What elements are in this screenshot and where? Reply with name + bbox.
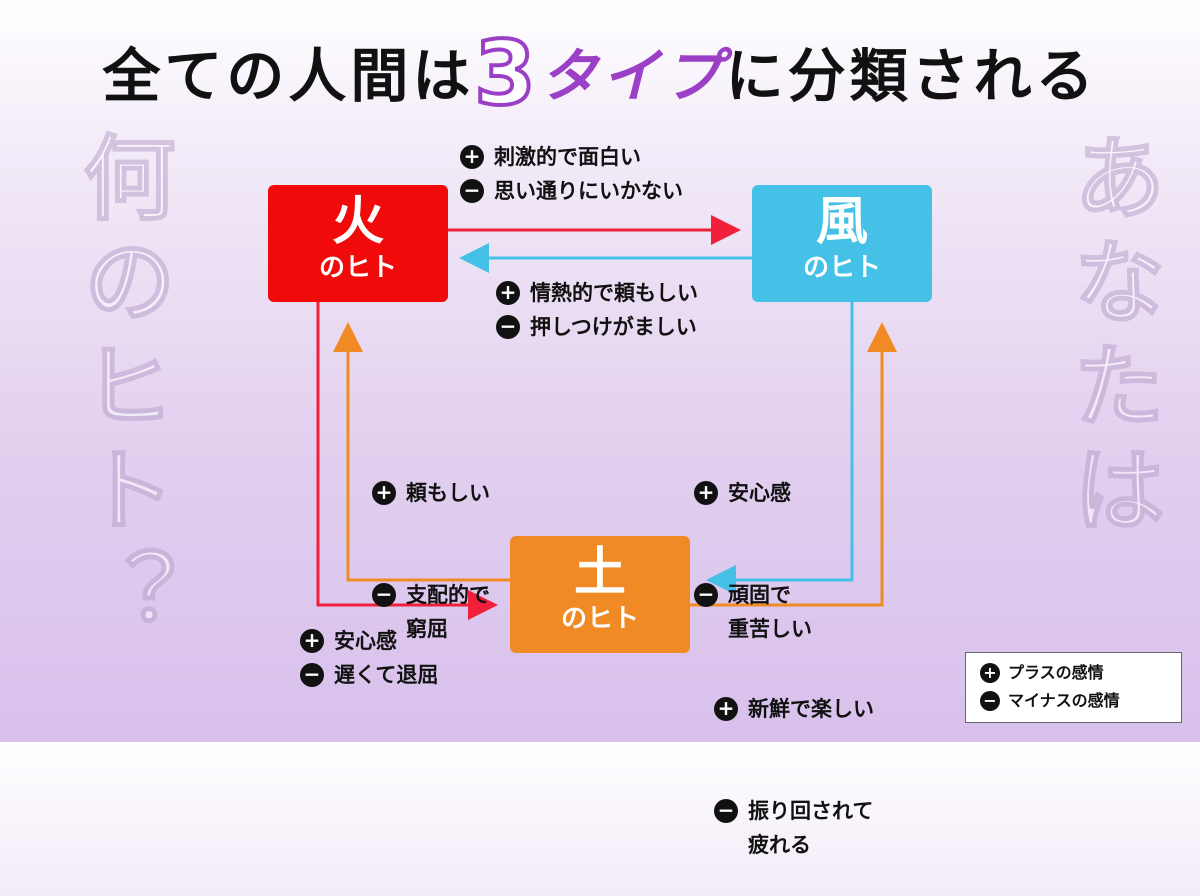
side-text-left: 何のヒト？ [67,129,176,651]
page-title: 全ての人間は3タイプに分類される [0,20,1200,127]
title-post: に分類される [725,42,1098,110]
arrows [316,215,897,620]
plus-icon: + [460,145,484,169]
label-earth-to-wind: + 安心感 −頑固で 重苦しい [694,408,812,680]
minus-text: 振り回されて 疲れる [748,799,874,857]
arrow-wind-to-earth [706,302,854,595]
legend-plus: プラスの感情 [1008,663,1104,682]
earth-suffix: のヒト [560,604,639,634]
plus-icon: + [300,629,324,653]
fire-kanji: 火 [331,192,384,252]
plus-text: 情熱的で頼もしい [530,281,698,305]
title-pre: 全ての人間は [102,42,475,110]
title-number: 3 [472,20,540,127]
minus-icon: − [372,583,396,607]
plus-icon: + [372,481,396,505]
plus-icon: + [980,663,1000,683]
arrow-earth-to-fire [333,322,510,582]
plus-icon: + [496,281,520,305]
minus-icon: − [460,179,484,203]
minus-icon: − [714,799,738,823]
fire-type-box: 火のヒト [268,185,448,302]
plus-text: 刺激的で面白い [494,145,641,169]
side-text-right: あなたは [1057,129,1166,547]
plus-icon: + [694,481,718,505]
title-type: タイプ [539,42,726,110]
legend-minus: マイナスの感情 [1008,691,1120,710]
plus-text: 安心感 [334,629,397,653]
label-wind-to-fire: + 情熱的で頼もしい −押しつけがましい [496,276,698,344]
minus-icon: − [980,691,1000,711]
minus-icon: − [694,583,718,607]
earth-type-box: 土のヒト [510,536,690,653]
wind-type-box: 風のヒト [752,185,932,302]
minus-text: 押しつけがましい [530,315,697,339]
minus-text: 思い通りにいかない [494,179,683,203]
plus-text: 頼もしい [406,481,490,505]
minus-icon: − [496,315,520,339]
plus-text: 新鮮で楽しい [748,697,874,721]
earth-kanji: 土 [573,543,626,603]
minus-text: 遅くて退屈 [334,663,439,687]
legend: + プラスの感情 −マイナスの感情 [965,652,1182,723]
minus-text: 頑固で 重苦しい [728,583,812,641]
wind-kanji: 風 [815,192,868,252]
arrow-earth-to-wind [690,322,897,607]
plus-icon: + [714,697,738,721]
arrow-fire-to-earth [316,302,498,620]
minus-text: 支配的で 窮屈 [406,583,490,641]
plus-text: 安心感 [728,481,791,505]
label-wind-to-earth: + 新鮮で楽しい −振り回されて 疲れる [714,624,874,896]
label-fire-to-earth: + 安心感 −遅くて退屈 [300,624,438,692]
label-fire-to-wind: + 刺激的で面白い −思い通りにいかない [460,140,683,208]
minus-icon: − [300,663,324,687]
fire-suffix: のヒト [318,253,397,283]
label-earth-to-fire: + 頼もしい −支配的で 窮屈 [372,408,490,680]
wind-suffix: のヒト [802,253,881,283]
